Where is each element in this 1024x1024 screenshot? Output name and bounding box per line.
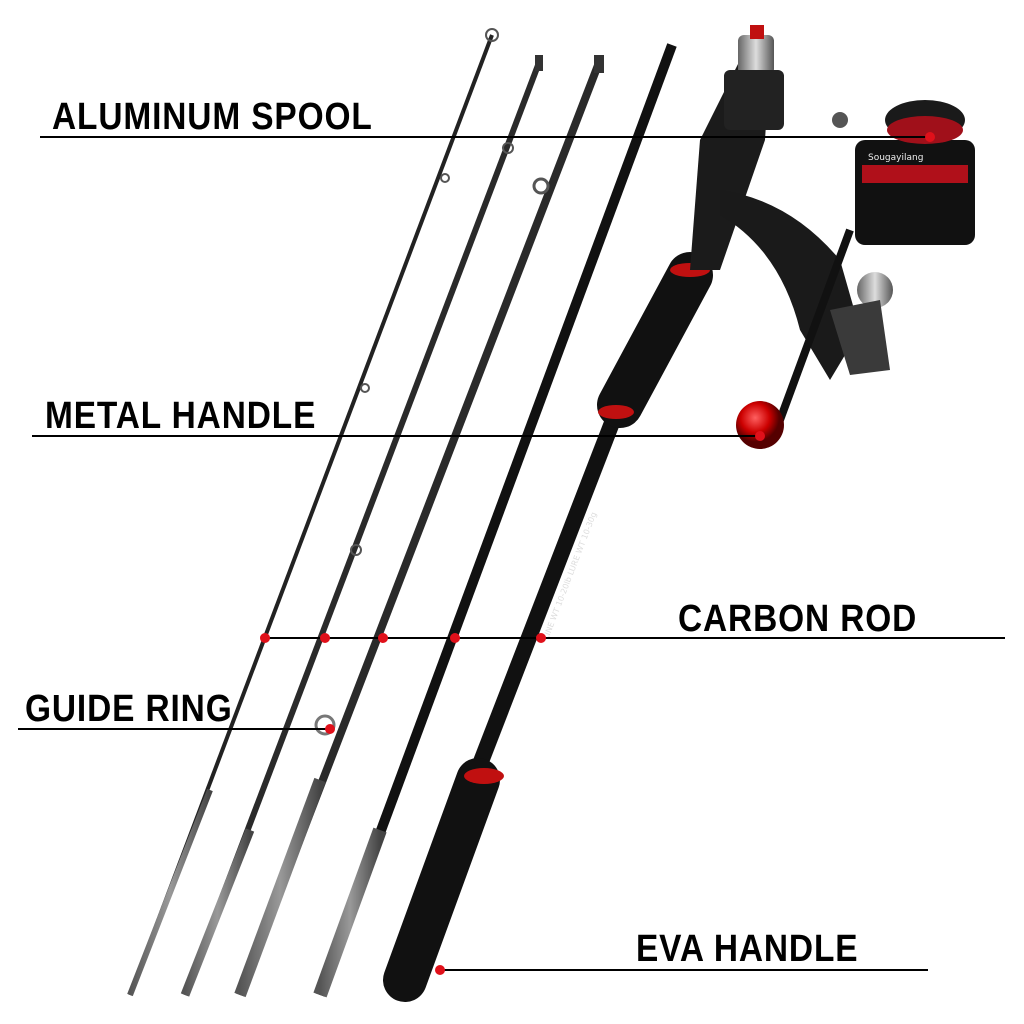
rod-section-2: [180, 55, 543, 997]
callout-eva-handle: EVA HANDLE: [636, 928, 859, 970]
callout-aluminum-spool: ALUMINUM SPOOL: [52, 96, 373, 138]
spinning-reel: Sougayilang: [720, 100, 975, 449]
eva-fore-grip: [597, 252, 713, 428]
reel-handle-knob: [736, 401, 784, 449]
rod-section-3: [234, 55, 604, 998]
eva-rear-grip: [383, 758, 500, 1002]
callout-lines: [18, 136, 1005, 971]
callout-metal-handle: METAL HANDLE: [45, 395, 317, 437]
callout-dots: [260, 132, 935, 975]
rod-handle-section: LINE WT 10-20lb LURE WT 10-30g: [383, 25, 784, 1002]
callout-guide-ring: GUIDE RING: [25, 688, 233, 730]
reel-brand: Sougayilang: [868, 153, 923, 163]
rod-section-tip: [127, 28, 499, 997]
callout-carbon-rod: CARBON ROD: [678, 598, 918, 640]
rod-section-4: [313, 43, 677, 998]
